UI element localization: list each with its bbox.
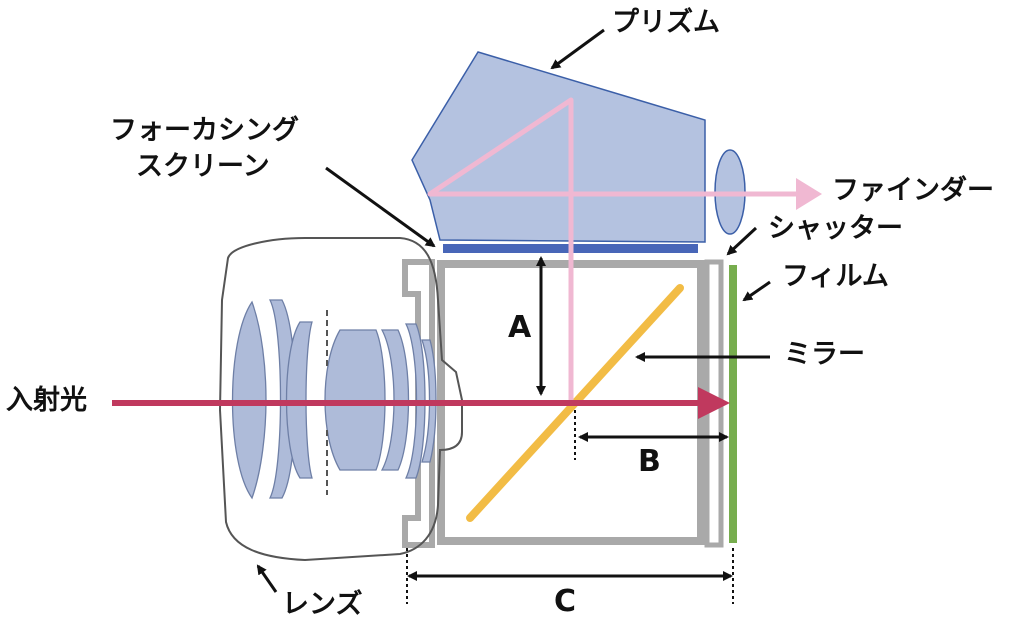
shutter-leader [726,226,758,256]
light-path [427,97,800,402]
lens-label: レンズ [282,589,363,620]
dimension-a-label: A [508,310,532,345]
prism [411,51,706,243]
prism-leader [550,28,605,70]
mirror-label: ミラー [784,339,865,370]
focusing-screen-label-line1: フォーカシング [110,115,299,146]
finder-label: ファインダー [832,175,994,206]
dimension-c-label: C [554,584,577,619]
dimension-b-label: B [638,444,661,479]
lens-barrel [218,237,463,562]
lens-leader [256,564,278,593]
film-leader [742,280,771,302]
focusing-screen-label-line2: スクリーン [136,151,270,182]
prism-label: プリズム [612,7,720,38]
focusing-screen-leader [325,166,436,248]
incident-light-label: 入射光 [6,385,87,416]
incident-arrowhead [698,387,730,419]
lens-elements [231,299,437,500]
finder-arrowhead [796,178,822,210]
film-label: フィルム [782,261,889,292]
film [729,265,737,543]
shutter-label: シャッター [768,213,903,244]
